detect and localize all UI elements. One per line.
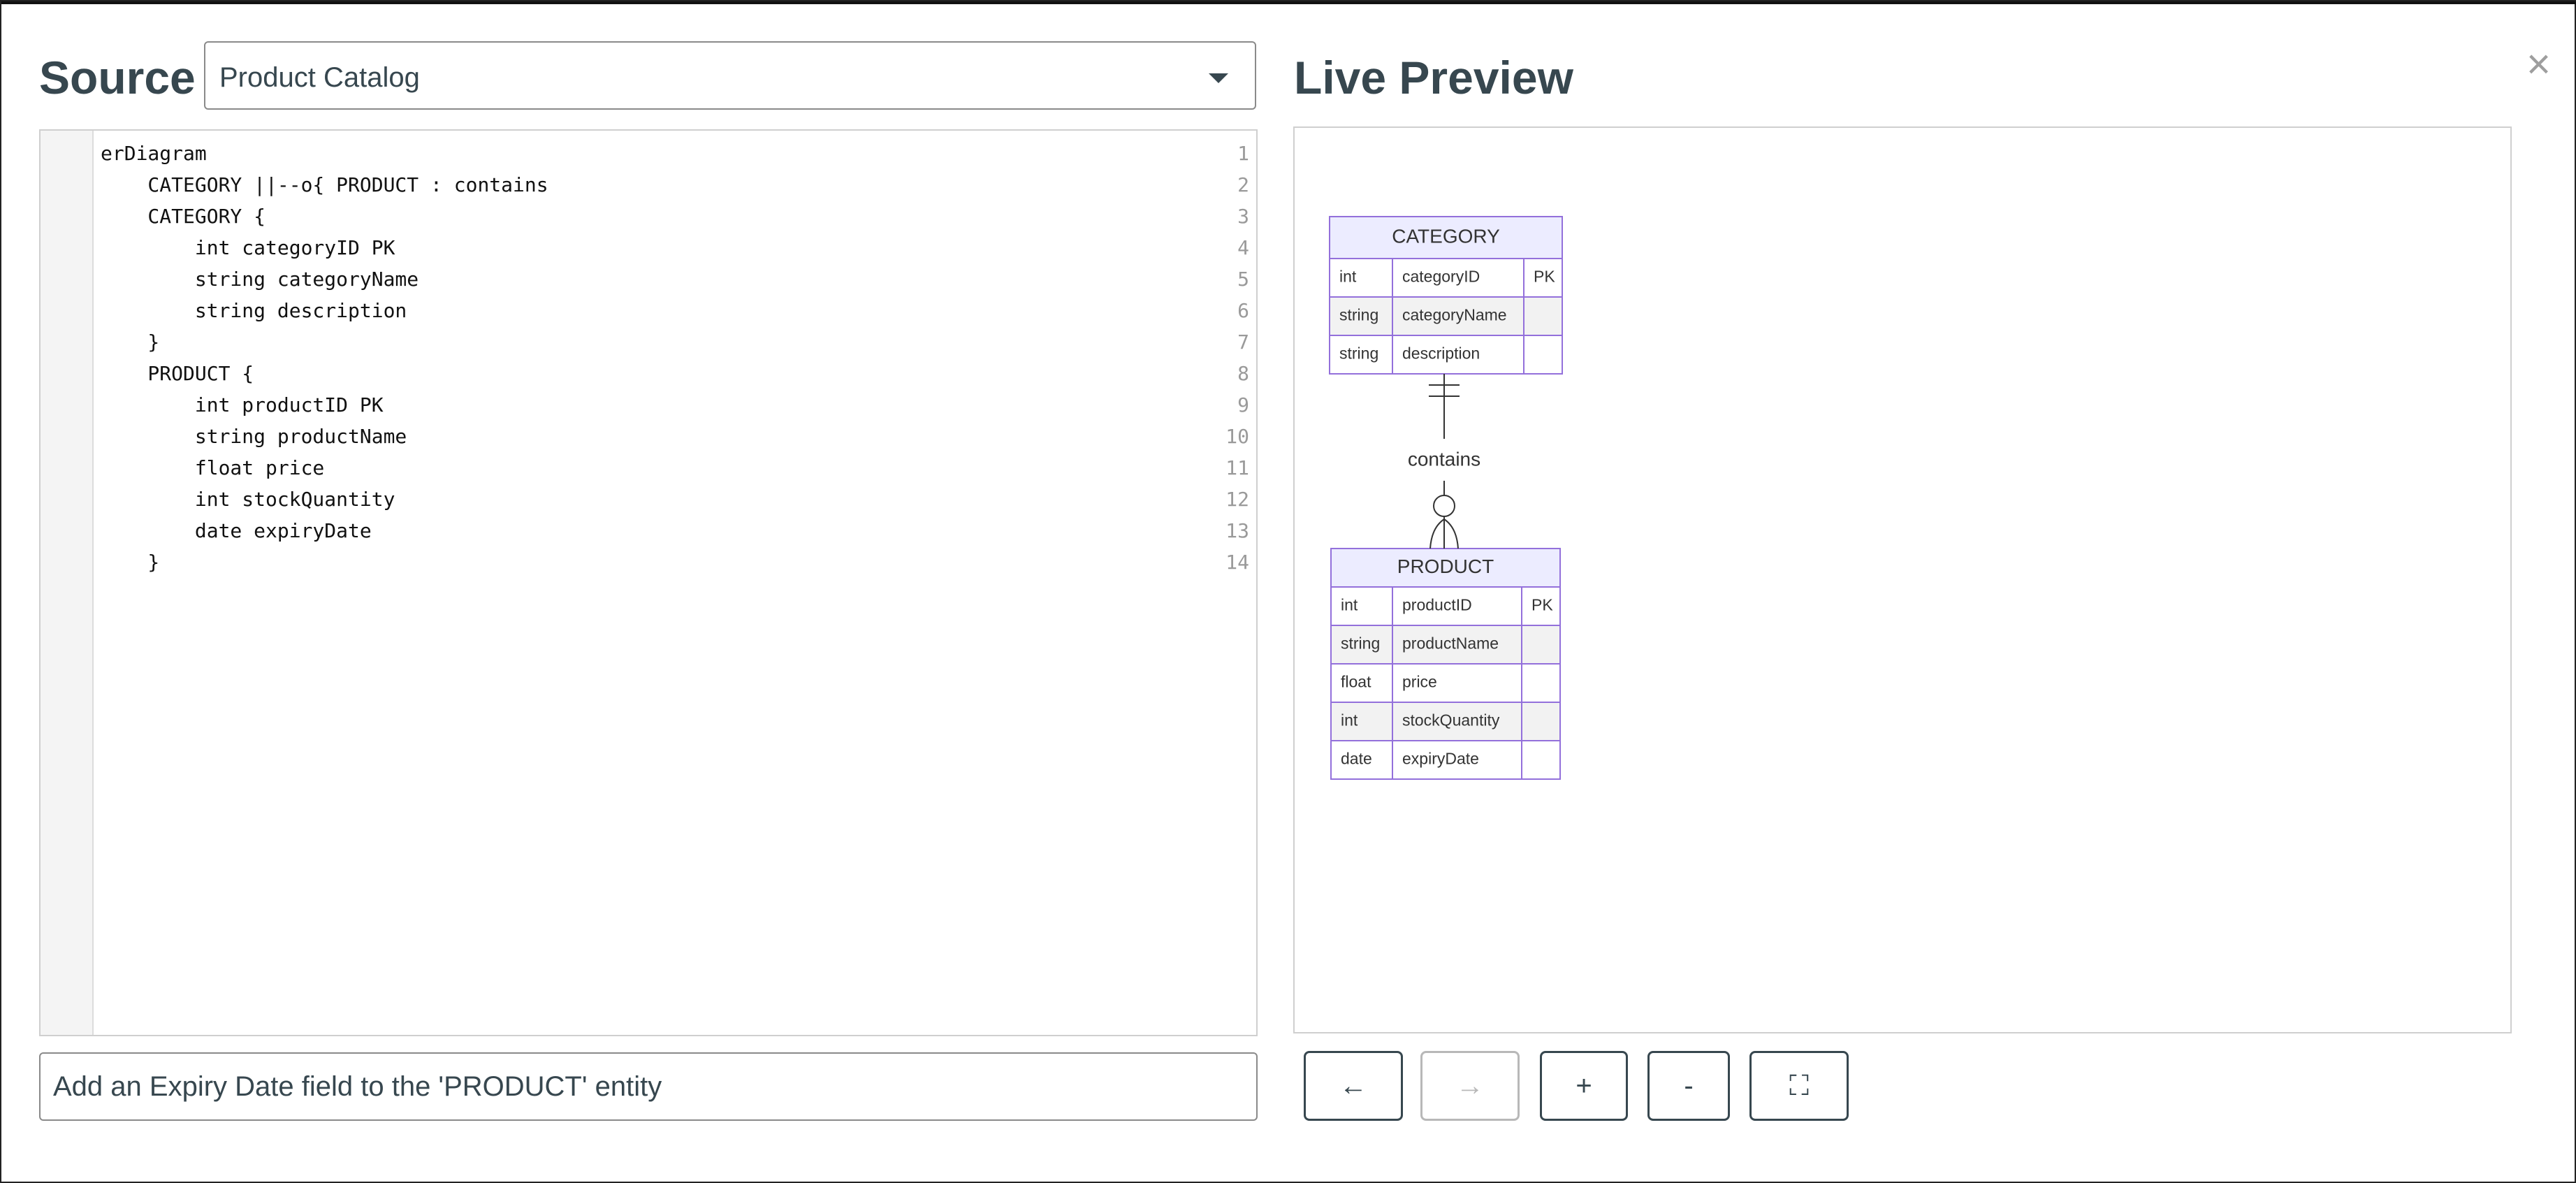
attribute-name: expiryDate: [1402, 750, 1479, 768]
many-marker: [1443, 518, 1459, 549]
line-number-gutter: [41, 131, 94, 1035]
attribute-cell: [1523, 296, 1563, 336]
line-number: 8: [1237, 362, 1249, 385]
diagram-select[interactable]: Product Catalog: [204, 41, 1256, 110]
code-line: string description: [101, 299, 407, 322]
live-preview-title: Live Preview: [1294, 52, 1573, 103]
attribute-cell: [1392, 663, 1522, 703]
er-diagram: CATEGORY int categoryID PK string categoryNam…: [1329, 216, 1563, 780]
source-title: Source: [39, 52, 196, 103]
close-icon[interactable]: ×: [2526, 41, 2552, 87]
attribute-cell: [1521, 663, 1561, 703]
code-line: date expiryDate: [101, 519, 372, 542]
line-number: 4: [1237, 236, 1249, 259]
attribute-cell: [1330, 740, 1393, 780]
fit-screen-button[interactable]: ⛶: [1749, 1051, 1849, 1121]
attribute-cell: [1329, 335, 1393, 375]
line-number: 14: [1225, 551, 1249, 574]
forward-button[interactable]: →: [1420, 1051, 1520, 1121]
entity-name: CATEGORY: [1392, 225, 1500, 247]
attribute-key: PK: [1534, 268, 1555, 286]
line-number: 10: [1225, 425, 1249, 448]
plus-icon: +: [1576, 1070, 1592, 1101]
line-number: 1: [1237, 142, 1249, 165]
relationship-label: contains: [1408, 448, 1480, 470]
attribute-cell: [1521, 586, 1561, 626]
zero-marker: [1433, 495, 1455, 517]
attribute-name: description: [1402, 344, 1480, 363]
attribute-name: price: [1402, 673, 1437, 691]
line-number: 12: [1225, 488, 1249, 511]
many-marker: [1429, 518, 1445, 549]
attribute-name: categoryName: [1402, 306, 1507, 324]
attribute-cell: [1392, 625, 1522, 665]
code-line: PRODUCT {: [101, 362, 254, 385]
attribute-cell: [1392, 335, 1525, 375]
attribute-cell: [1330, 586, 1393, 626]
line-number: 3: [1237, 205, 1249, 228]
attribute-type: date: [1341, 750, 1372, 768]
window-top-edge: [1, 1, 2576, 4]
code-line: }: [101, 331, 160, 354]
attribute-cell: [1392, 296, 1525, 336]
line-number: 7: [1237, 331, 1249, 354]
attribute-cell: [1523, 258, 1563, 298]
code-line: CATEGORY {: [101, 205, 266, 228]
code-line: int productID PK: [101, 393, 384, 416]
attribute-cell: [1330, 702, 1393, 741]
fullscreen-icon: ⛶: [1789, 1070, 1809, 1101]
prompt-input[interactable]: [39, 1052, 1258, 1121]
code-line: CATEGORY ||--o{ PRODUCT : contains: [101, 173, 548, 196]
line-number: 6: [1237, 299, 1249, 322]
attribute-name: categoryID: [1402, 268, 1480, 286]
code-line: erDiagram: [101, 142, 207, 165]
attribute-type: string: [1339, 344, 1378, 363]
attribute-type: string: [1339, 306, 1378, 324]
code-line: }: [101, 551, 160, 574]
code-editor[interactable]: 1 erDiagram 2 CATEGORY ||--o{ PRODUCT : co…: [39, 129, 1258, 1036]
line-number: 13: [1225, 519, 1249, 542]
diagram-select-value: Product Catalog: [219, 62, 420, 93]
attribute-cell: [1392, 740, 1522, 780]
attribute-type: int: [1339, 268, 1357, 286]
attribute-cell: [1521, 740, 1561, 780]
attribute-cell: [1521, 625, 1561, 665]
arrow-right-icon: →: [1456, 1070, 1484, 1101]
attribute-cell: [1521, 702, 1561, 741]
attribute-cell: [1523, 335, 1563, 375]
entity-name: PRODUCT: [1397, 556, 1494, 577]
code-line: float price: [101, 456, 325, 479]
code-line: int categoryID PK: [101, 236, 395, 259]
chevron-down-icon: [1209, 73, 1228, 83]
attribute-type: float: [1341, 673, 1371, 691]
attribute-name: productName: [1402, 634, 1499, 653]
zoom-out-button[interactable]: -: [1647, 1051, 1730, 1121]
attribute-type: string: [1341, 634, 1380, 653]
back-button[interactable]: ←: [1304, 1051, 1403, 1121]
attribute-name: productID: [1402, 596, 1472, 614]
zoom-in-button[interactable]: +: [1540, 1051, 1628, 1121]
diagram-preview[interactable]: CATEGORY int categoryID PK string categoryNam…: [1293, 126, 2512, 1033]
attribute-cell: [1392, 702, 1522, 741]
line-number: 9: [1237, 393, 1249, 416]
attribute-key: PK: [1531, 596, 1553, 614]
attribute-cell: [1329, 258, 1393, 298]
code-line: string productName: [101, 425, 407, 448]
attribute-name: stockQuantity: [1402, 711, 1500, 730]
attribute-type: int: [1341, 596, 1358, 614]
line-number: 2: [1237, 173, 1249, 196]
minus-icon: -: [1684, 1070, 1694, 1101]
code-line: string categoryName: [101, 268, 419, 291]
attribute-type: int: [1341, 711, 1358, 730]
arrow-left-icon: ←: [1339, 1070, 1367, 1101]
code-line: int stockQuantity: [101, 488, 395, 511]
line-number: 5: [1237, 268, 1249, 291]
entity-header: [1329, 216, 1563, 259]
line-number: 11: [1225, 456, 1249, 479]
